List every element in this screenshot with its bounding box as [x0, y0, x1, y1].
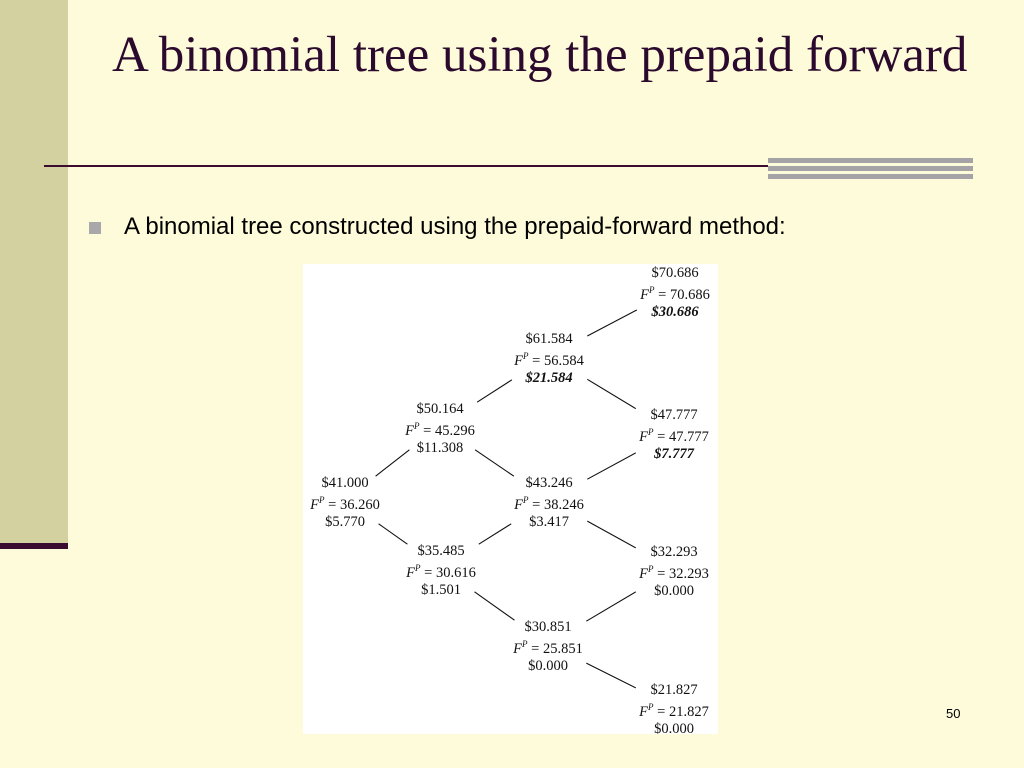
node-option-value: $0.000 [528, 657, 568, 674]
tree-edge-n0-n1u [375, 449, 410, 477]
tree-node-n3uuu: $70.686 FP = 70.686 $30.686 [620, 265, 730, 321]
tree-edge-n1d-n2dd [474, 591, 515, 621]
tree-node-n2ud: $43.246 FP = 38.246 $3.417 [494, 475, 604, 531]
node-option-value: $1.501 [421, 581, 461, 598]
side-strip [0, 0, 68, 546]
tree-edge-n2uu-n3uuu [587, 309, 638, 337]
node-option-value: $0.000 [654, 720, 694, 737]
node-prepaid-forward: FP = 56.584 [514, 351, 584, 369]
node-price: $70.686 [651, 265, 699, 281]
title-rule [44, 165, 970, 167]
tree-edge-n2dd-n3ddd [586, 662, 637, 689]
tree-edge-n2ud-n3udd [587, 520, 637, 549]
node-prepaid-forward: FP = 47.777 [639, 427, 709, 445]
node-option-value: $21.584 [525, 369, 573, 386]
tree-edge-n2uu-n3uud [587, 378, 637, 410]
tree-edge-n2dd-n3udd [586, 591, 637, 622]
node-price: $41.000 [321, 475, 369, 491]
node-option-value: $0.000 [654, 582, 694, 599]
bullet-square-icon [89, 222, 101, 234]
node-option-value: $5.770 [325, 513, 365, 530]
node-price: $21.827 [650, 682, 698, 698]
tree-edge-n2ud-n3uud [587, 452, 637, 480]
node-option-value: $30.686 [651, 303, 699, 320]
node-option-value: $11.308 [416, 439, 464, 456]
slide-title: A binomial tree using the prepaid forwar… [112, 27, 968, 83]
node-price: $43.246 [525, 475, 573, 491]
node-prepaid-forward: FP = 25.851 [513, 639, 583, 657]
tree-node-n3ddd: $21.827 FP = 21.827 $0.000 [619, 682, 729, 738]
tree-node-n1u: $50.164 FP = 45.296 $11.308 [385, 401, 495, 457]
tree-node-n2dd: $30.851 FP = 25.851 $0.000 [493, 619, 603, 675]
tree-node-n1d: $35.485 FP = 30.616 $1.501 [386, 543, 496, 599]
tree-node-n2uu: $61.584 FP = 56.584 $21.584 [494, 331, 604, 387]
node-prepaid-forward: FP = 45.296 [405, 421, 475, 439]
page-number: 50 [946, 706, 961, 721]
node-prepaid-forward: FP = 36.260 [310, 495, 380, 513]
node-price: $35.485 [417, 543, 465, 559]
node-option-value: $3.417 [529, 513, 569, 530]
node-price: $61.584 [525, 331, 573, 347]
node-option-value: $7.777 [654, 445, 694, 462]
tree-edge-n1d-n2ud [478, 523, 512, 545]
tree-node-n0: $41.000 FP = 36.260 $5.770 [290, 475, 400, 531]
node-prepaid-forward: FP = 70.686 [640, 285, 710, 303]
tree-edge-n1u-n2ud [474, 449, 515, 477]
node-price: $30.851 [524, 619, 572, 635]
node-price: $47.777 [650, 407, 698, 423]
node-price: $50.164 [416, 401, 464, 417]
tree-edge-n0-n1d [378, 523, 408, 545]
tree-node-n3udd: $32.293 FP = 32.293 $0.000 [619, 544, 729, 600]
node-prepaid-forward: FP = 38.246 [514, 495, 584, 513]
tree-edge-n1u-n2uu [476, 379, 513, 403]
tree-edges [375, 309, 638, 689]
node-price: $32.293 [650, 544, 698, 560]
node-prepaid-forward: FP = 30.616 [406, 563, 476, 581]
title-accent-bars [768, 158, 973, 179]
tree-node-n3uud: $47.777 FP = 47.777 $7.777 [619, 407, 729, 463]
binomial-tree-diagram: $41.000 FP = 36.260 $5.770 $50.164 FP = … [303, 264, 718, 737]
side-accent-bar [0, 543, 68, 549]
node-prepaid-forward: FP = 21.827 [639, 702, 709, 720]
bullet-text: A binomial tree constructed using the pr… [124, 213, 786, 240]
node-prepaid-forward: FP = 32.293 [639, 564, 709, 582]
